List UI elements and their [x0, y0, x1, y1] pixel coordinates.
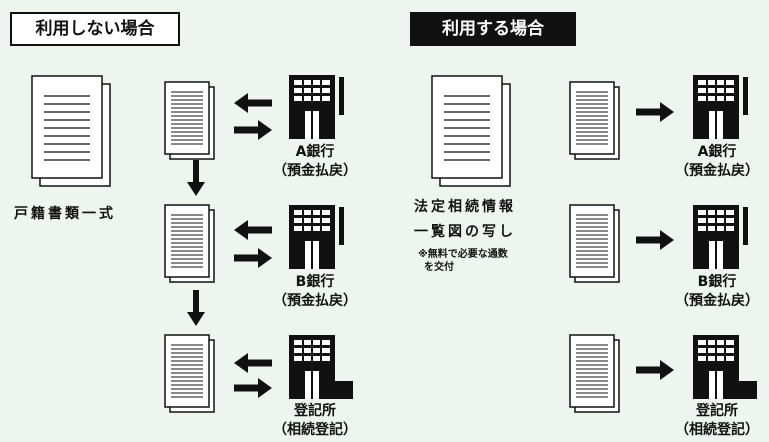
institution-label: B銀行 （預金払戻） — [665, 273, 769, 311]
institution-label: A銀行 （預金払戻） — [665, 143, 769, 181]
arrow-right-icon — [234, 248, 272, 268]
document-icon — [569, 81, 620, 160]
document-bundle-label: 戸籍書類一式 — [14, 206, 116, 222]
document-icon — [164, 204, 215, 283]
document-icon — [164, 334, 215, 413]
arrow-right-icon — [636, 360, 674, 380]
institution-purpose: （預金払戻） — [675, 293, 759, 309]
institution-purpose: （相続登記） — [675, 422, 759, 438]
header-without-use: 利用しない場合 — [10, 12, 180, 46]
header-with-use: 利用する場合 — [410, 12, 576, 46]
institution-name: 登記所 — [696, 403, 738, 419]
institution-label: A銀行 （預金払戻） — [262, 143, 368, 181]
certificate-document-icon — [431, 75, 511, 187]
bank-building-icon — [288, 74, 345, 140]
document-bundle-icon — [31, 75, 111, 187]
certificate-label-line2: 一覧図の写し — [414, 224, 516, 240]
arrow-left-icon — [234, 93, 272, 113]
institution-purpose: （相続登記） — [273, 422, 357, 438]
arrow-right-icon — [234, 378, 272, 398]
arrow-left-icon — [234, 220, 272, 240]
institution-purpose: （預金払戻） — [273, 293, 357, 309]
institution-name: 登記所 — [294, 403, 336, 419]
institution-purpose: （預金払戻） — [675, 163, 759, 179]
institution-label: 登記所 （相続登記） — [665, 402, 769, 440]
bank-building-icon — [692, 204, 749, 270]
institution-label: 登記所 （相続登記） — [262, 402, 368, 440]
institution-name: B銀行 — [697, 274, 737, 290]
note-line1: ※無料で必要な通数 — [418, 249, 508, 260]
institution-name: B銀行 — [295, 274, 335, 290]
institution-name: A銀行 — [295, 144, 335, 160]
institution-purpose: （預金払戻） — [273, 163, 357, 179]
arrow-right-icon — [636, 230, 674, 250]
arrow-right-icon — [636, 102, 674, 122]
arrow-down-icon — [187, 160, 205, 196]
document-icon — [569, 204, 620, 283]
document-icon — [164, 81, 215, 160]
registry-building-icon — [692, 334, 758, 400]
arrow-down-icon — [187, 290, 205, 326]
bank-building-icon — [288, 204, 345, 270]
arrow-right-icon — [234, 120, 272, 140]
arrow-left-icon — [234, 353, 272, 373]
certificate-label-line1: 法定相続情報 — [414, 199, 516, 215]
institution-label: B銀行 （預金払戻） — [262, 273, 368, 311]
institution-name: A銀行 — [697, 144, 737, 160]
note-line2: を交付 — [424, 262, 454, 273]
registry-building-icon — [288, 334, 354, 400]
bank-building-icon — [692, 74, 749, 140]
document-icon — [569, 334, 620, 413]
